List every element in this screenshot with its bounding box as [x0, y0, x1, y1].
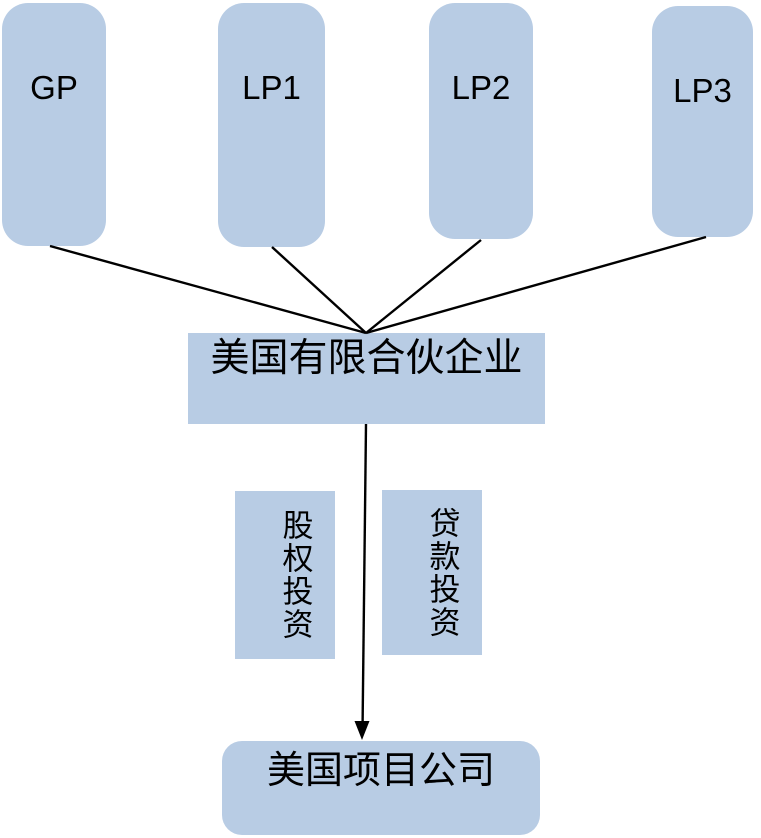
node-lp2-label: LP2	[451, 69, 511, 106]
arrowhead-down-icon	[354, 721, 370, 740]
label-loan-investment-text: 贷款投资	[423, 506, 460, 639]
label-equity-investment: 股权投资	[235, 491, 335, 659]
node-lp2: LP2	[429, 3, 533, 239]
label-loan-investment: 贷款投资	[382, 490, 482, 655]
node-us-limited-partnership: 美国有限合伙企业	[188, 333, 545, 424]
node-lp3: LP3	[652, 6, 753, 237]
label-equity-investment-text: 股权投资	[276, 509, 313, 641]
connector-partnership-to-project	[361, 423, 368, 724]
node-gp-label: GP	[30, 69, 78, 106]
connector-lp2-to-partnership	[365, 239, 482, 334]
node-gp: GP	[2, 3, 106, 246]
node-lp1-label: LP1	[242, 69, 301, 106]
connector-lp3-to-partnership	[365, 235, 707, 335]
node-us-project-company-label: 美国项目公司	[266, 748, 495, 792]
connector-lp1-to-partnership	[271, 246, 367, 334]
node-lp3-label: LP3	[673, 72, 732, 109]
node-us-project-company: 美国项目公司	[222, 741, 540, 835]
node-lp1: LP1	[218, 3, 325, 247]
connector-gp-to-partnership	[49, 244, 367, 335]
node-us-limited-partnership-label: 美国有限合伙企业	[210, 336, 523, 381]
